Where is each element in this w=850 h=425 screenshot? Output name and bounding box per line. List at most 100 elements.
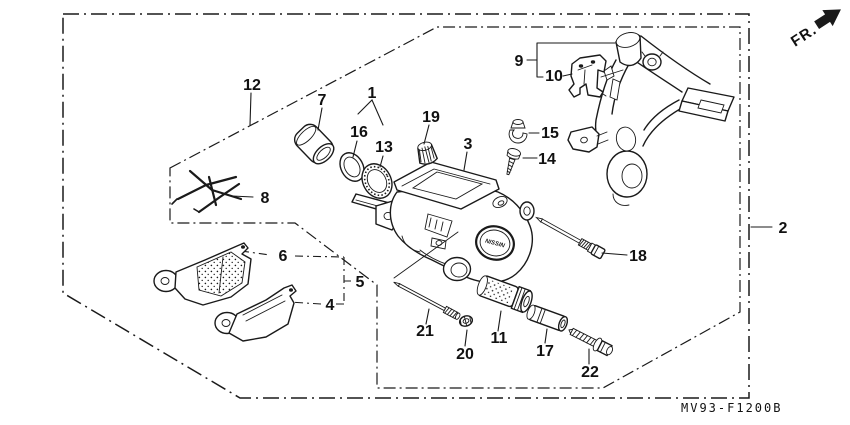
part-caliper-body: NISSIN: [351, 161, 535, 283]
bottom-boss-bore: [450, 262, 468, 278]
leader-bracket-5: [288, 257, 351, 305]
callout-8: 8: [261, 190, 270, 207]
collar17-bands: [536, 307, 546, 324]
part-seal-washer: [458, 315, 474, 327]
fr-arrow-icon: [814, 9, 841, 29]
pin18-head: [590, 244, 606, 260]
callout-12: 12: [243, 77, 261, 94]
callout-9: 9: [515, 53, 524, 70]
retainer-hole-2: [590, 60, 596, 64]
leader-7: [317, 107, 323, 131]
pin21-end: [455, 312, 461, 320]
pad6-ear-hole: [160, 277, 170, 285]
part-pad-spring: [171, 169, 243, 214]
part-pad-pin: [393, 281, 461, 320]
retainer-clip-body: [568, 54, 607, 98]
bolt22-threads: [571, 329, 596, 346]
seal13-inner: [366, 169, 388, 193]
pad4-tab-hole: [289, 288, 293, 292]
part-bleed-screw: [506, 148, 522, 176]
callout-14: 14: [538, 151, 556, 168]
pad4-ridge: [242, 294, 286, 322]
ring-hatch: [641, 51, 664, 57]
callout-22: 22: [581, 364, 599, 381]
callout-20: 20: [456, 346, 474, 363]
part-pad-pin-bolt: [535, 216, 606, 260]
part-piston: [293, 123, 335, 165]
part-dust-seal: [361, 163, 393, 199]
top-plate-inner: [411, 171, 484, 200]
part-piston-seal: [339, 152, 365, 182]
disc-lower-tab: [612, 193, 630, 206]
bracket-bolt-hole: [647, 57, 657, 67]
part-mount-bolt: [568, 327, 614, 357]
spring-feet: [171, 198, 200, 213]
retainer-clip-bends: [577, 64, 593, 85]
top-plate-edge: [401, 168, 491, 187]
part-retainer-clip: [568, 54, 607, 98]
leader-1: [357, 99, 384, 126]
callout-10: 10: [545, 68, 563, 85]
callout-6: 6: [279, 248, 288, 265]
pad4-ear-hole: [221, 319, 231, 327]
subassembly-outline: [169, 26, 741, 389]
callouts: 1 2 3 4 5 6 7 8 9 10 11 12 13 14 15 16 1…: [243, 53, 787, 381]
leader-8: [231, 195, 254, 198]
callout-17: 17: [536, 343, 554, 360]
collar17-bore: [560, 319, 566, 329]
pin18-rod: [540, 218, 582, 244]
bracket-arm-outer-edge: [640, 35, 711, 85]
part-collar: [526, 304, 569, 332]
retainer-hole-1: [578, 64, 584, 68]
leader-18: [601, 252, 628, 256]
leader-17: [544, 328, 548, 344]
part-caliper-bracket: [567, 32, 735, 206]
pad6-center-slot: [218, 256, 224, 294]
callout-16: 16: [350, 124, 368, 141]
block-neck: [596, 131, 609, 145]
nissin-logo-text: NISSIN: [484, 238, 506, 249]
callout-5: 5: [356, 274, 365, 291]
callout-3: 3: [464, 136, 473, 153]
leader-16: [352, 140, 358, 158]
nissin-oval-inner: [479, 229, 511, 257]
callout-1: 1: [368, 85, 377, 102]
sleeve11-texture: [481, 278, 514, 304]
leader-20: [464, 329, 468, 347]
slide-pocket-opening: [697, 99, 725, 114]
slot-hatch: [428, 217, 444, 232]
bolt22-shaft: [569, 327, 598, 348]
screw-threads: [506, 160, 515, 174]
leader-9: [526, 42, 616, 78]
washer20-hatch: [459, 316, 472, 327]
bolt22-head-end: [606, 346, 614, 356]
bleed-boss-hole: [497, 200, 505, 206]
cap-knurl: [418, 146, 435, 164]
piston-bore-inner: [316, 146, 331, 161]
fr-label: FR.: [788, 21, 820, 50]
pin18-head-line: [593, 245, 600, 256]
seal16-inner: [343, 156, 361, 178]
leader-3: [463, 151, 468, 171]
callout-19: 19: [422, 109, 440, 126]
bracket-cutout: [615, 126, 637, 152]
pin18-thread-hatch: [578, 239, 592, 250]
leader-10: [562, 73, 573, 77]
pin21-rod: [397, 283, 447, 312]
spring-wire-3: [197, 182, 241, 214]
leader-12: [249, 92, 252, 126]
bracket-top-boss-face: [615, 32, 641, 48]
leader-21: [425, 308, 430, 325]
right-ear-hole: [523, 206, 531, 216]
callout-4: 4: [326, 297, 335, 314]
callout-2: 2: [779, 220, 788, 237]
screw-head-top: [507, 148, 521, 157]
collar17-left-end: [526, 304, 536, 320]
leader-6: [240, 250, 345, 258]
clip-hook: [508, 129, 528, 144]
pin21-thread-hatch: [444, 307, 458, 318]
piston-crown-ring: [296, 125, 317, 146]
callout-21: 21: [416, 323, 434, 340]
axle-disc-hole: [621, 163, 643, 189]
